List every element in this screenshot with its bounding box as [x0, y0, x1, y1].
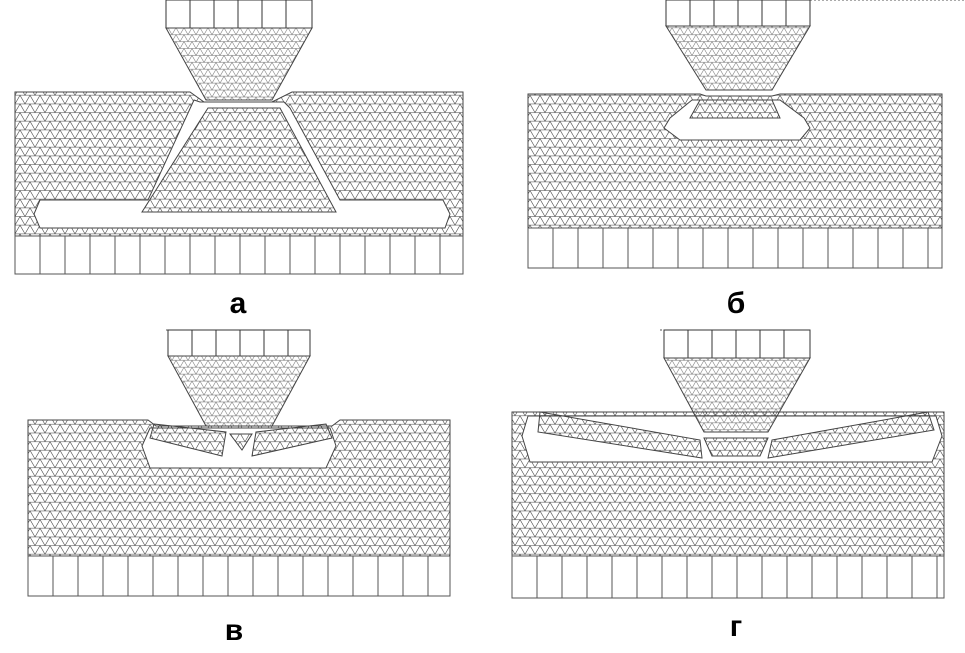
- indenter-body: [167, 355, 311, 427]
- panel-g: г: [511, 329, 945, 643]
- fractured-fragment-left: [537, 411, 703, 459]
- indenter: [665, 0, 965, 91]
- indenter-holder-grid: [189, 0, 287, 28]
- panel-b: б: [527, 0, 965, 320]
- fractured-fragment-center: [703, 437, 769, 457]
- indenter-body: [663, 357, 811, 433]
- panel-a: а: [14, 0, 464, 320]
- support-grid: [14, 235, 464, 275]
- support-grid: [511, 555, 945, 599]
- fractured-fragment-left: [149, 423, 227, 457]
- fractured-fragment-right: [251, 423, 333, 457]
- indenter-holder-grid: [191, 330, 289, 356]
- indenter: [166, 329, 311, 427]
- fractured-fragment-right: [767, 411, 935, 459]
- indenter: [165, 0, 313, 101]
- indenter-body: [665, 25, 811, 91]
- indenter-holder: [663, 329, 811, 359]
- indenter-holder-grid: [687, 330, 785, 358]
- fractured-cone: [141, 107, 337, 213]
- panel-label: г: [730, 610, 743, 643]
- fractured-fragment-center: [229, 433, 253, 451]
- support-grid: [27, 555, 451, 597]
- indenter: [660, 329, 811, 433]
- support-grid: [527, 227, 943, 269]
- indenter-holder-grid: [689, 0, 787, 26]
- panel-label: б: [727, 287, 746, 320]
- panel-label: а: [230, 287, 247, 320]
- indenter-body: [165, 27, 313, 101]
- indenter-holder: [167, 329, 311, 357]
- indenter-holder: [165, 0, 313, 29]
- fractured-plug: [689, 99, 781, 119]
- panel-label: в: [225, 614, 243, 647]
- panel-v: в: [27, 329, 451, 647]
